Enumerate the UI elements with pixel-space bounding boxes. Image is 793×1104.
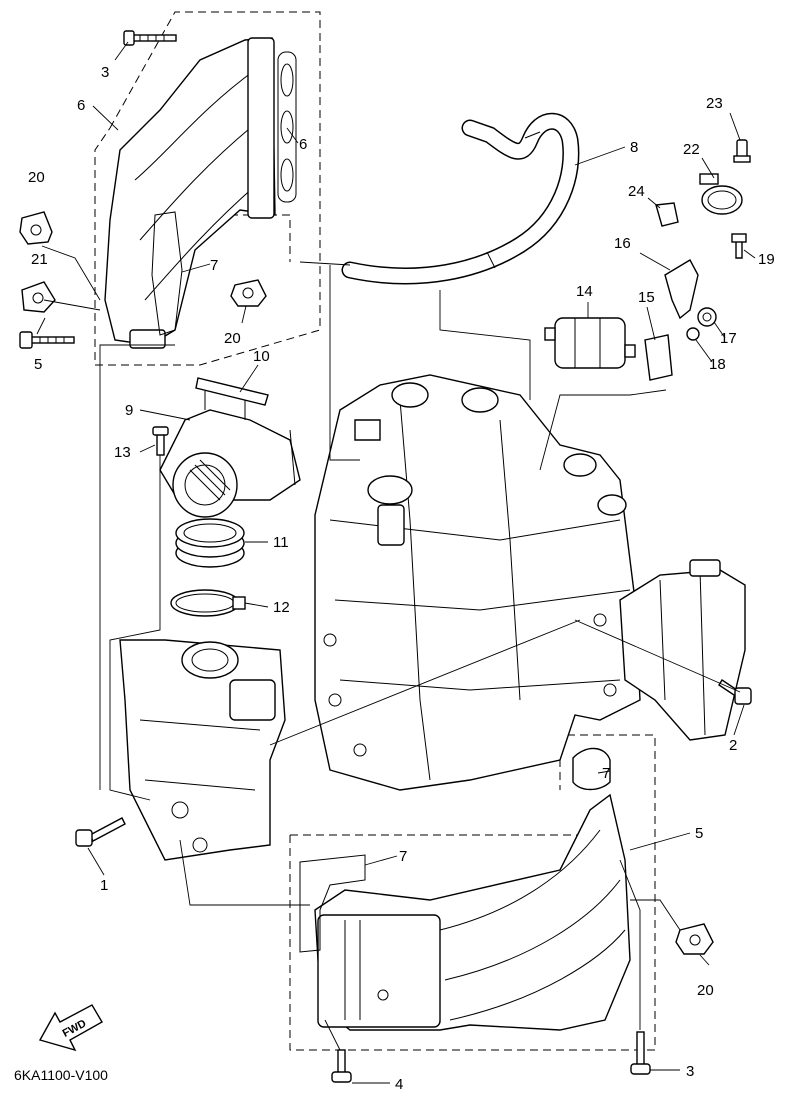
clamp-21 — [21, 281, 56, 313]
bolt-4-bottom — [331, 1049, 352, 1083]
bolt-3-top — [123, 30, 177, 46]
bolt-3-bottom — [630, 1031, 651, 1075]
callout-14: 14 — [576, 283, 593, 300]
gasket-lower — [572, 747, 611, 791]
callout-10: 10 — [253, 348, 270, 365]
holder — [644, 334, 673, 381]
grommet — [697, 307, 717, 327]
intake-manifold-lower — [314, 793, 631, 1031]
callout-7-upper: 7 — [210, 257, 218, 274]
callout-4-bottom: 4 — [395, 1076, 403, 1093]
callout-13: 13 — [114, 444, 131, 461]
callout-8: 8 — [630, 139, 638, 156]
callout-20-middle: 20 — [224, 330, 241, 347]
silencer-cover — [159, 409, 301, 518]
rubber-ring — [175, 518, 245, 568]
bracket-bolt — [731, 233, 747, 259]
callout-20-upper-left: 20 — [28, 169, 45, 186]
hose — [341, 112, 580, 285]
intake-manifold-upper — [104, 37, 276, 349]
callout-2: 2 — [729, 737, 737, 754]
throttle-body-assembly — [119, 639, 286, 861]
callout-16: 16 — [614, 235, 631, 252]
gasket-upper-side — [151, 211, 183, 336]
callout-3-bottom: 3 — [686, 1063, 694, 1080]
small-bolt — [733, 139, 751, 163]
callout-19: 19 — [758, 251, 775, 268]
callout-6-lower: 7 — [602, 765, 610, 782]
callout-22: 22 — [683, 141, 700, 158]
callout-20-lower-right: 20 — [697, 982, 714, 999]
callout-21: 21 — [31, 251, 48, 268]
callout-23: 23 — [706, 95, 723, 112]
callout-6-upper: 6 — [299, 136, 307, 153]
gasket-upper — [277, 51, 297, 203]
callout-11: 11 — [273, 534, 289, 551]
gasket-lower-side — [299, 854, 366, 953]
band-clamp — [699, 173, 743, 215]
callout-18: 18 — [709, 356, 726, 373]
clip — [655, 202, 679, 227]
callout-labels: 3 6 6 7 8 9 10 11 12 13 14 15 16 17 18 1… — [28, 64, 775, 1093]
clamp-20-middle — [230, 279, 267, 307]
clamp-20-upper-left — [19, 211, 53, 245]
callout-5-upper: 6 — [77, 97, 85, 114]
bolt-1 — [75, 817, 126, 847]
collar — [686, 327, 700, 341]
callout-9: 9 — [125, 402, 133, 419]
clamp-20-lower-right — [675, 923, 714, 955]
callout-17: 17 — [720, 330, 737, 347]
leader-lines — [36, 41, 756, 1084]
bracket — [664, 259, 699, 320]
hose-clamp — [170, 589, 246, 617]
forward-direction-arrow: FWD — [38, 1004, 103, 1052]
callout-3-top: 3 — [101, 64, 109, 81]
engine-block — [314, 374, 641, 791]
callout-7-lower: 7 — [399, 848, 407, 865]
callout-24: 24 — [628, 183, 645, 200]
group-outline-lower-manifold — [289, 734, 656, 1051]
callout-4-left: 5 — [34, 356, 42, 373]
seal — [195, 377, 269, 420]
callout-1: 1 — [100, 877, 108, 894]
callout-15: 15 — [638, 289, 655, 306]
charcoal-canister — [544, 317, 636, 369]
callout-5-lower: 5 — [695, 825, 703, 842]
diagram-code: 6KA1100-V100 — [14, 1067, 108, 1083]
bolt-13 — [152, 426, 169, 456]
fuel-module — [619, 559, 746, 741]
callout-12: 12 — [273, 599, 290, 616]
bolt-4-left — [19, 331, 75, 349]
